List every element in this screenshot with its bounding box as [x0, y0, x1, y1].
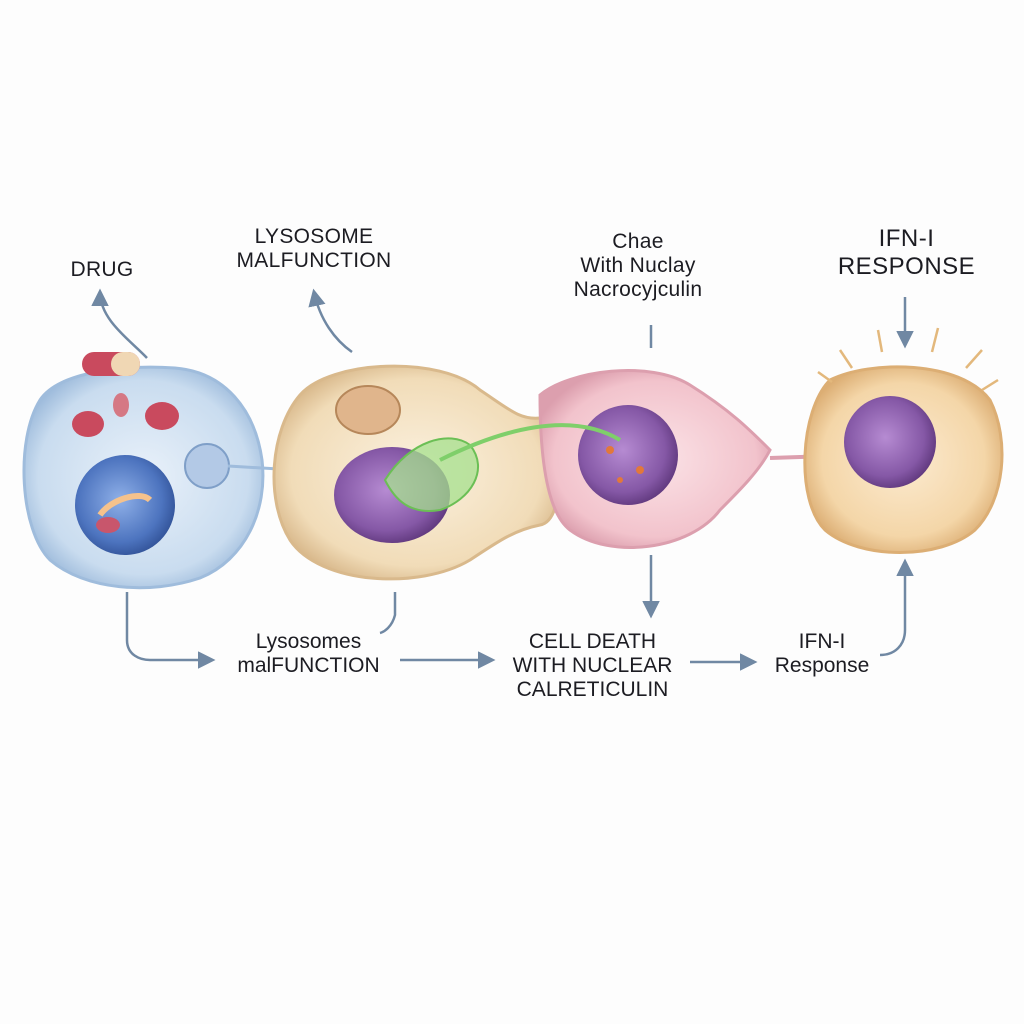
- lysosome-icon: [184, 443, 230, 489]
- label-ifn-response: IFN-I RESPONSE: [837, 225, 976, 280]
- label-chae: Chae With Nuclay Nacrocyjculin: [573, 230, 703, 302]
- lysosome-icon: [335, 385, 401, 435]
- label-ifn-response-bottom: IFN-I Response: [774, 630, 870, 678]
- label-cell-death: CELL DEATH WITH NUCLEAR CALRETICULIN: [512, 630, 673, 702]
- cell-4-ifn-response: [803, 327, 1004, 554]
- drug-capsule-icon: [72, 352, 179, 437]
- cell-1-drug: [22, 352, 296, 590]
- nucleus-icon: [75, 455, 175, 555]
- flow-arrows: [91, 288, 914, 671]
- label-lysosome-malfunction: LYSOSOME MALFUNCTION: [236, 225, 392, 273]
- cell-2-lysosome: [272, 364, 561, 581]
- cell-3-cell-death: [439, 369, 861, 549]
- label-lysosomes-malfunction: Lysosomes malFUNCTION: [237, 630, 380, 678]
- ifn-burst-icon: [817, 327, 999, 392]
- nucleus-icon: [578, 405, 678, 505]
- nucleus-icon: [844, 396, 936, 488]
- label-drug: DRUG: [70, 258, 134, 281]
